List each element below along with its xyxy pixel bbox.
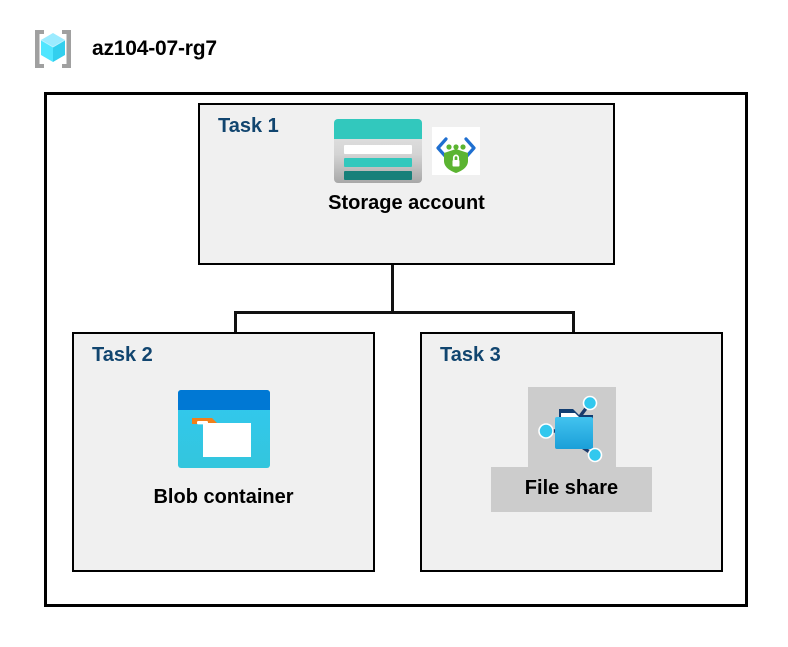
blob-container-icon bbox=[177, 390, 270, 468]
file-share-caption: File share bbox=[490, 467, 653, 512]
task-1-label: Task 1 bbox=[218, 115, 279, 137]
blob-container-caption: Blob container bbox=[153, 486, 294, 508]
file-share-node[interactable]: File share bbox=[420, 387, 723, 512]
resource-group-header: az104-07-rg7 bbox=[30, 26, 217, 72]
task-2-label: Task 2 bbox=[92, 344, 153, 366]
file-share-selection-highlight bbox=[527, 387, 616, 467]
task-3-label: Task 3 bbox=[440, 344, 501, 366]
storage-account-icon-group bbox=[333, 118, 480, 184]
storage-account-node[interactable]: Storage account bbox=[198, 118, 615, 215]
storage-account-icon bbox=[333, 119, 422, 183]
file-share-icon bbox=[537, 395, 602, 463]
blob-container-node[interactable]: Blob container bbox=[72, 390, 375, 509]
security-shield-icon bbox=[431, 127, 480, 175]
storage-account-caption: Storage account bbox=[328, 192, 485, 214]
connector-horizontal-bus bbox=[234, 311, 575, 314]
resource-group-icon bbox=[35, 30, 71, 68]
resource-group-title: az104-07-rg7 bbox=[92, 37, 217, 60]
